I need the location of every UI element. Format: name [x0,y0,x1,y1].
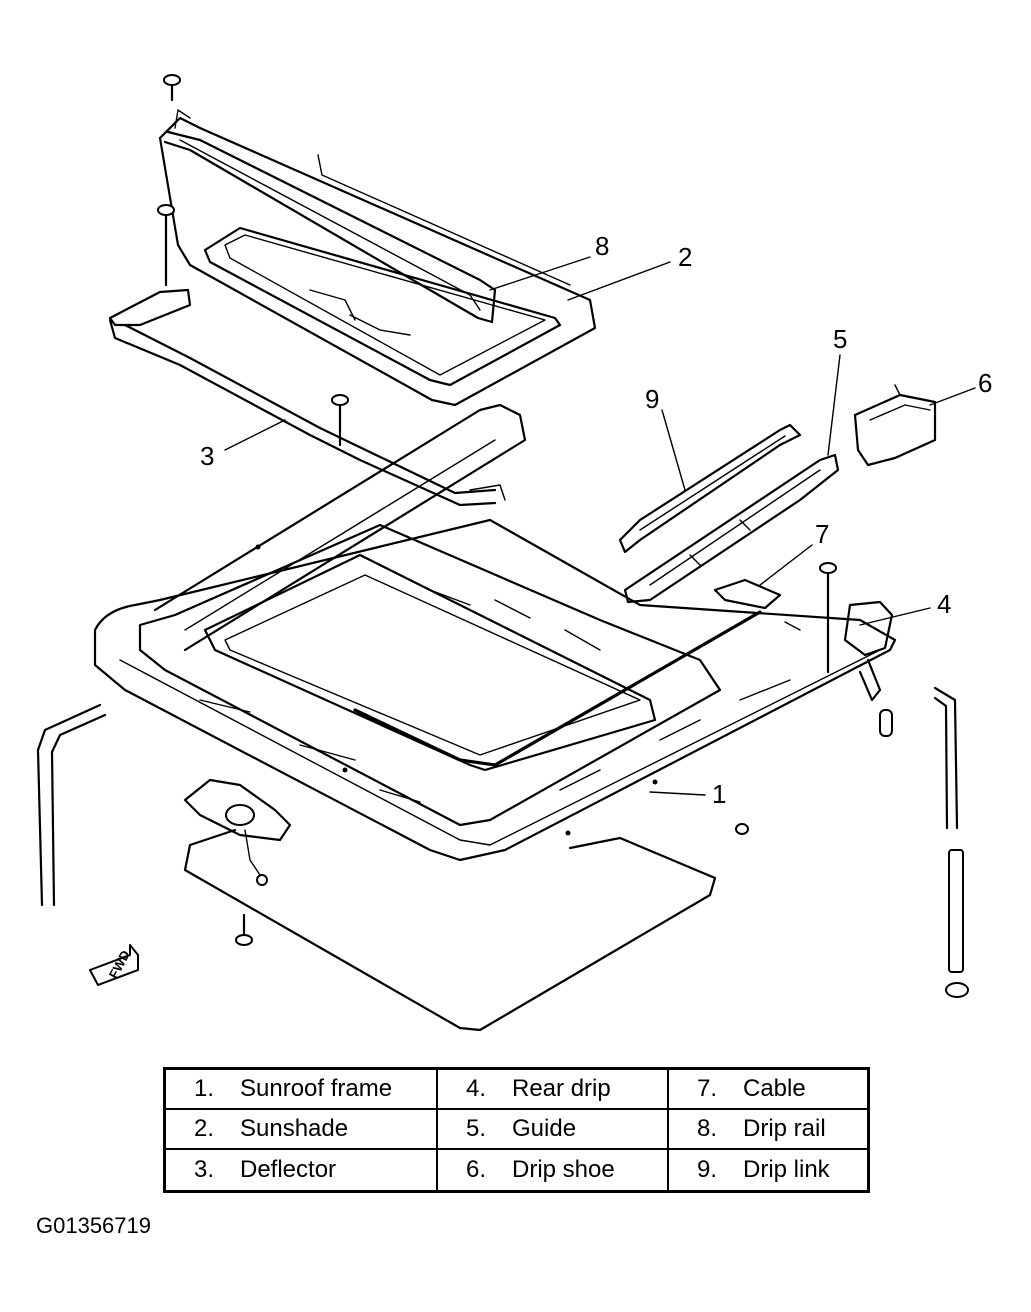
callout-9: 9 [645,384,659,414]
legend-cell: 1.Sunroof frame [166,1070,438,1110]
callout-8: 8 [595,231,609,261]
legend-label: Drip rail [743,1115,826,1142]
callout-4: 4 [937,589,951,619]
legend-label: Deflector [240,1156,337,1183]
legend-label: Drip shoe [512,1156,615,1183]
motor-assembly [183,778,292,886]
legend-cell: 5.Guide [438,1110,669,1150]
legend-cell: 8.Drip rail [669,1110,867,1150]
legend-label: Rear drip [512,1075,611,1102]
frame-screw [331,394,349,447]
legend-cell: 7.Cable [669,1070,867,1110]
exploded-sunroof-diagram: FWD 1 2 3 4 5 6 7 8 9 [36,74,992,1032]
sunshade-part [158,116,597,407]
bottom-screw [235,913,253,946]
cable-slider-part [713,578,801,631]
leader-lines [224,256,976,796]
forward-arrow-icon: FWD [89,944,139,986]
legend-cell: 2.Sunshade [166,1110,438,1150]
callout-5: 5 [833,324,847,354]
drip-link-part [618,423,802,554]
legend-label: Guide [512,1115,577,1142]
rear-drip-screw [819,562,837,674]
deflector-screw [157,204,175,287]
sunroof-frame-part [93,403,897,862]
lower-frame-part [183,828,717,1032]
callout-7: 7 [815,519,829,549]
callout-3: 3 [200,441,214,471]
legend-cell: 9.Drip link [697,1156,830,1183]
rear-drip-part [843,600,894,702]
legend-label: Sunroof frame [240,1075,393,1102]
legend-label: Cable [743,1075,806,1102]
guide-part [623,453,840,604]
legend-cell: 4.Rear drip [438,1070,669,1110]
drain-hose-left [36,703,107,907]
callout-2: 2 [678,242,692,272]
legend-label: Sunshade [240,1115,349,1142]
parts-legend-table: 1.Sunroof frame 4.Rear drip 7.Cable 2.Su… [163,1067,870,1193]
drip-rail-part [163,109,497,324]
drain-hose-right-lower [945,849,969,998]
legend-cell: 3.Deflector [166,1150,438,1190]
figure-id: G01356719 [36,1213,151,1238]
callout-1: 1 [712,779,726,809]
drain-hose-right-upper [933,686,959,830]
top-screw [163,74,181,102]
legend-label: Drip link [743,1156,830,1183]
deflector-part [108,288,506,507]
legend-cell: 6.Drip shoe [438,1150,669,1190]
grommet [735,709,893,835]
drip-shoe-part [853,384,937,467]
callout-6: 6 [978,368,992,398]
